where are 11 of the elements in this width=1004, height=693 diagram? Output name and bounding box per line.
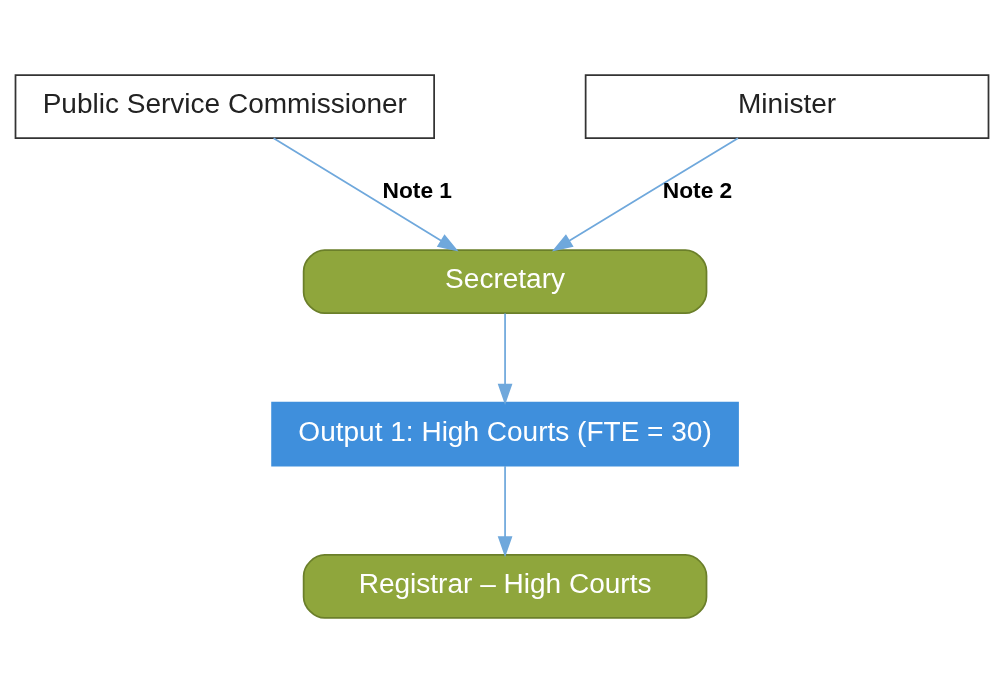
arrow xyxy=(272,137,459,252)
node-box: Registrar – High Courts xyxy=(302,554,708,619)
edge-label: Note 1 xyxy=(382,177,453,204)
node-box: Secretary xyxy=(302,249,708,315)
edge-label: Note 2 xyxy=(662,177,733,204)
arrow xyxy=(551,137,739,252)
arrow xyxy=(497,312,513,405)
node-box: Public Service Commissioner xyxy=(14,74,435,139)
arrow xyxy=(497,465,513,558)
node-box: Minister xyxy=(584,74,990,139)
node-box: Output 1: High Courts (FTE = 30) xyxy=(271,401,739,467)
